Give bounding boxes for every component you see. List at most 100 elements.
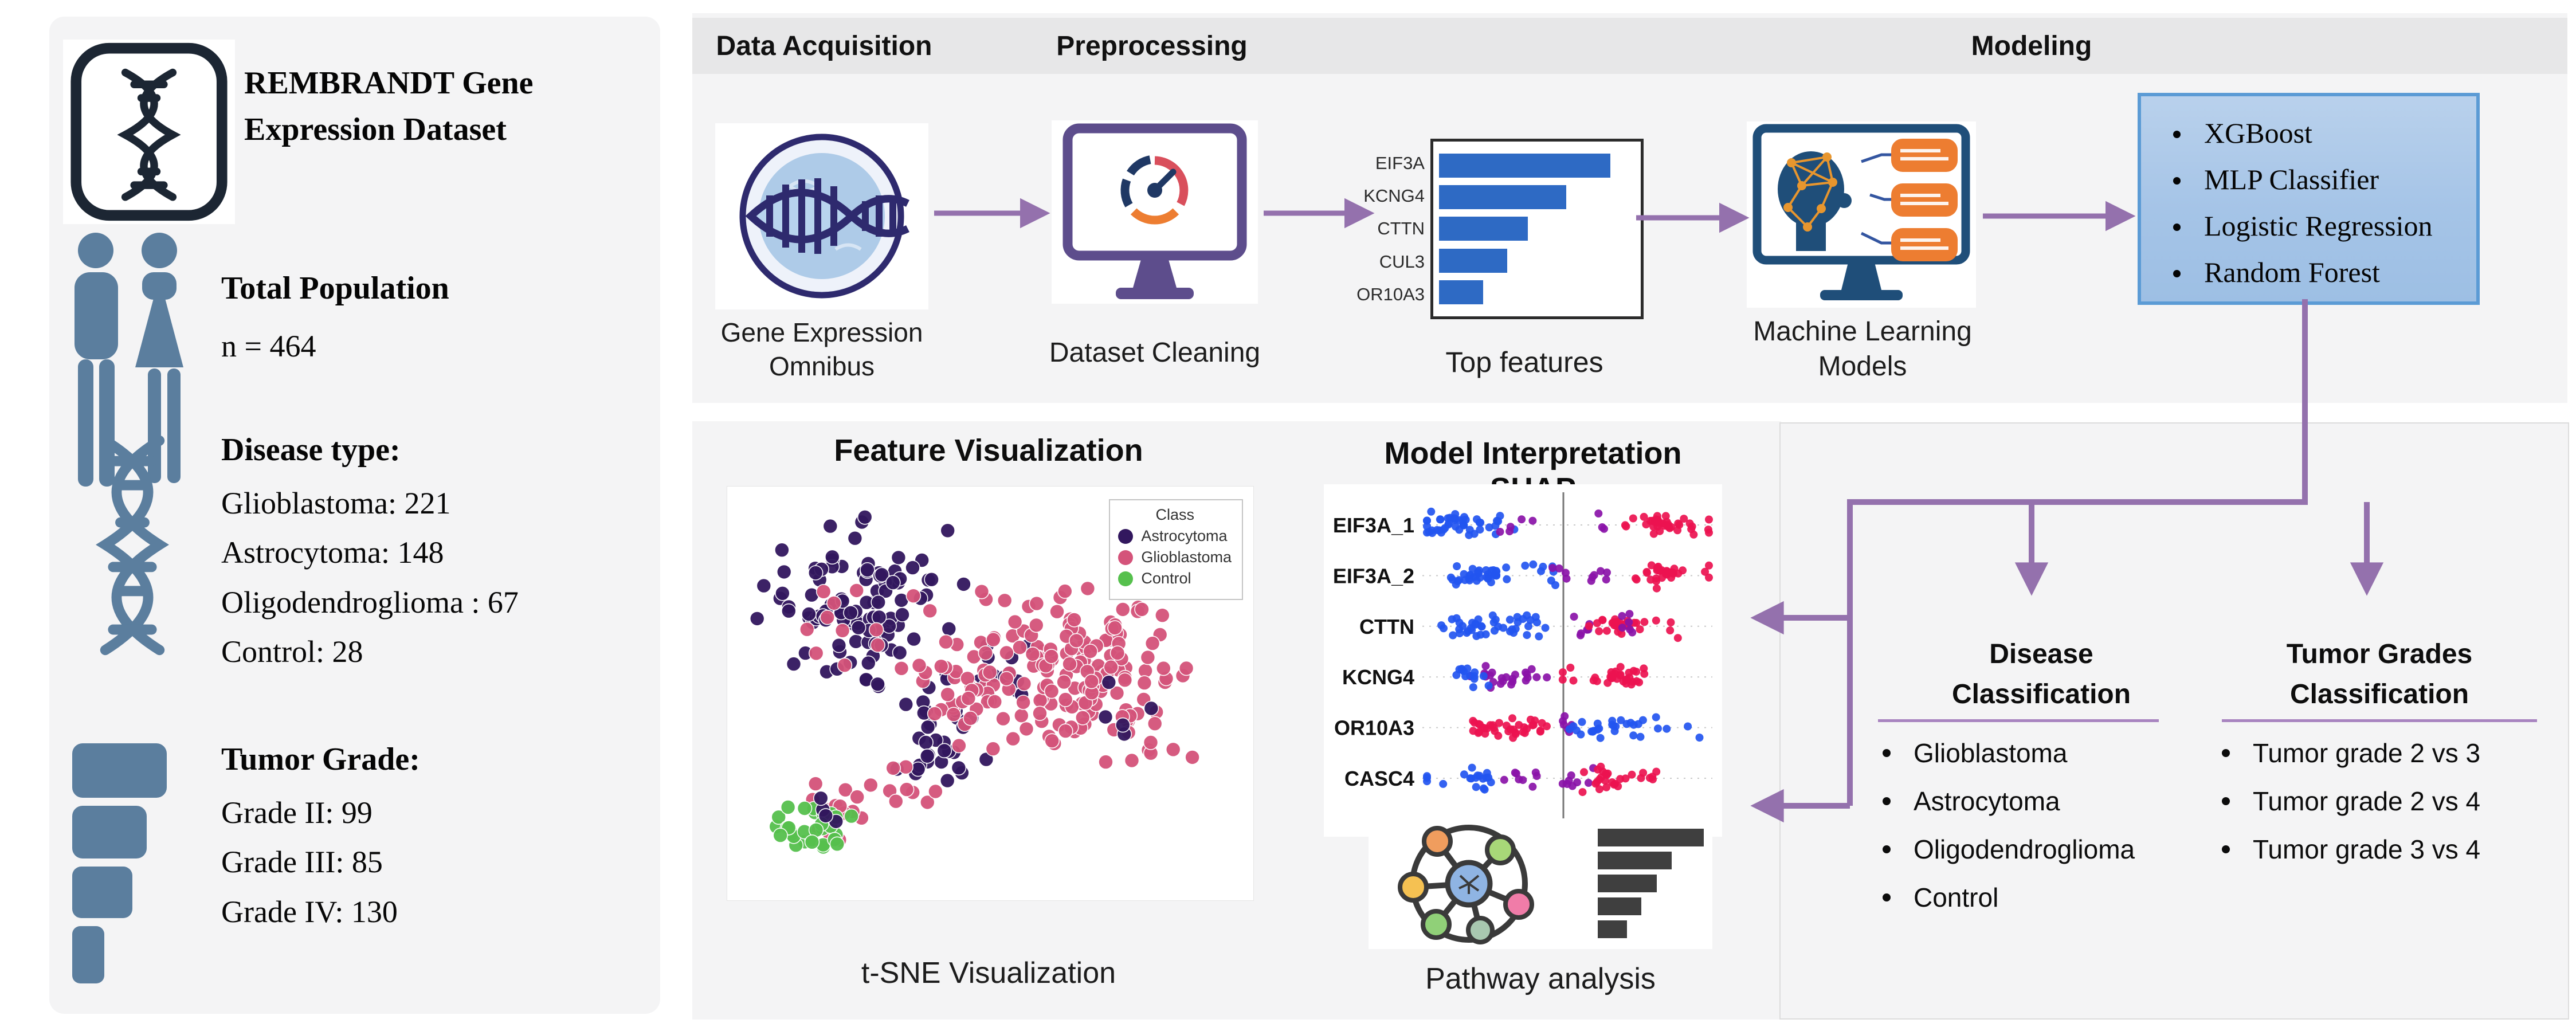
tsne-legend: Class Astrocytoma Glioblastoma Control <box>1109 499 1243 600</box>
tf-category-label: CUL3 <box>1379 251 1425 272</box>
list-item: Glioblastoma: 221 <box>221 486 451 520</box>
ml-caption: Machine Learning Models <box>1753 316 1972 382</box>
disease-header-underline <box>1878 719 2159 722</box>
tf-category-label: KCNG4 <box>1363 186 1425 206</box>
pathway-caption: Pathway analysis <box>1425 962 1656 995</box>
list-item: Glioblastoma <box>1878 738 2199 769</box>
shap-feature-label: KCNG4 <box>1342 665 1414 689</box>
tf-bar <box>1439 280 1483 305</box>
pathway-bar <box>1598 897 1641 915</box>
dna-badge-card <box>63 40 235 224</box>
tf-bar <box>1439 185 1566 210</box>
tumor-grade-heading: Tumor Grade: <box>221 742 420 777</box>
feature-visualization-header: Feature Visualization <box>834 433 1143 468</box>
tf-bar <box>1439 248 1507 273</box>
list-item: Grade IV: 130 <box>221 894 398 929</box>
shap-points-row <box>1452 662 1649 692</box>
population-people-icon <box>75 233 183 487</box>
list-item: XGBoost <box>2167 116 2450 151</box>
list-item: Random Forest <box>2167 255 2450 290</box>
legend-dot-control <box>1118 571 1134 586</box>
stage-header-strip <box>692 18 2567 74</box>
list-item: Control <box>1878 882 2199 913</box>
stage-data-acquisition: Data Acquisition <box>716 31 932 61</box>
list-item: Astrocytoma <box>1878 786 2199 817</box>
shap-points-row <box>1437 610 1682 642</box>
tf-bar <box>1439 217 1528 241</box>
list-item: Logistic Regression <box>2167 209 2450 244</box>
dna-helix-icon <box>96 435 169 656</box>
pathway-bar-chart <box>1598 829 1704 938</box>
machine-learning-monitor-icon <box>1752 124 1970 300</box>
shap-points-row <box>1446 560 1713 593</box>
tumor-grade-bars-icon <box>72 743 167 983</box>
gene-expression-omnibus-icon <box>739 134 909 299</box>
dataset-summary-panel: REMBRANDT Gene Expression Dataset Total … <box>49 17 660 1014</box>
tf-bar <box>1439 153 1610 178</box>
geo-caption: Gene Expression Omnibus <box>720 317 923 381</box>
tf-category-label: OR10A3 <box>1356 284 1425 305</box>
geo-card <box>715 123 928 309</box>
pathway-bar <box>1598 829 1704 846</box>
shap-points-row <box>1469 712 1704 742</box>
dna-badge-icon <box>70 42 228 221</box>
list-item: Tumor grade 2 vs 3 <box>2217 738 2561 769</box>
pipeline-panel: Data Acquisition Preprocessing Modeling <box>692 13 2567 403</box>
analysis-panel: Feature Visualization Class Astrocytoma … <box>692 421 1781 1020</box>
legend-dot-astrocytoma <box>1118 528 1134 544</box>
legend-label: Control <box>1141 570 1191 587</box>
grades-header-underline <box>2222 719 2537 722</box>
top-features-caption: Top features <box>1445 346 1603 378</box>
pathway-bar <box>1598 852 1672 869</box>
legend-dot-glioblastoma <box>1118 550 1134 565</box>
tsne-points <box>749 509 1200 855</box>
shap-feature-label: CASC4 <box>1344 767 1414 790</box>
disease-classification-header: Disease Classification <box>1951 639 2131 709</box>
tumor-grade-list: Grade II: 99 Grade III: 85 Grade IV: 130 <box>221 788 398 936</box>
list-item: Control: 28 <box>221 634 363 669</box>
population-value: n = 464 <box>221 329 316 363</box>
list-item: Oligodendroglioma <box>1878 834 2199 865</box>
list-item: Grade II: 99 <box>221 795 373 830</box>
pathway-network-icon <box>1398 825 1534 944</box>
shap-feature-label: OR10A3 <box>1334 716 1414 740</box>
cleaning-caption: Dataset Cleaning <box>1049 338 1261 368</box>
tsne-scatter <box>749 509 1200 855</box>
tsne-caption: t-SNE Visualization <box>861 956 1116 990</box>
left-panel-title: REMBRANDT Gene Expression Dataset <box>244 65 534 148</box>
legend-title: Class <box>1155 506 1194 523</box>
disease-type-heading: Disease type: <box>221 432 401 468</box>
list-item: Oligodendroglioma : 67 <box>221 585 519 620</box>
tf-category-label: CTTN <box>1377 218 1425 239</box>
pathway-bar <box>1598 920 1627 938</box>
pathway-card <box>1369 818 1712 949</box>
list-item: Tumor grade 2 vs 4 <box>2217 786 2561 817</box>
legend-label: Glioblastoma <box>1141 548 1232 566</box>
list-item: Astrocytoma: 148 <box>221 535 444 570</box>
stage-preprocessing: Preprocessing <box>1056 31 1248 61</box>
shap-points-row <box>1423 507 1713 539</box>
top-features-plot <box>1430 139 1644 319</box>
legend-label: Astrocytoma <box>1141 527 1228 544</box>
cleaning-card <box>1052 120 1258 304</box>
shap-feature-label: CTTN <box>1359 615 1414 638</box>
population-heading: Total Population <box>221 271 449 306</box>
shap-points-row <box>1423 762 1661 797</box>
shap-feature-label: EIF3A_2 <box>1333 564 1414 587</box>
grades-classification-header: Tumor Grades Classification <box>2286 639 2473 709</box>
list-item: MLP Classifier <box>2167 162 2450 197</box>
list-item: Grade III: 85 <box>221 845 383 880</box>
stage-modeling: Modeling <box>1971 31 2092 61</box>
dataset-cleaning-monitor-icon <box>1062 123 1247 299</box>
